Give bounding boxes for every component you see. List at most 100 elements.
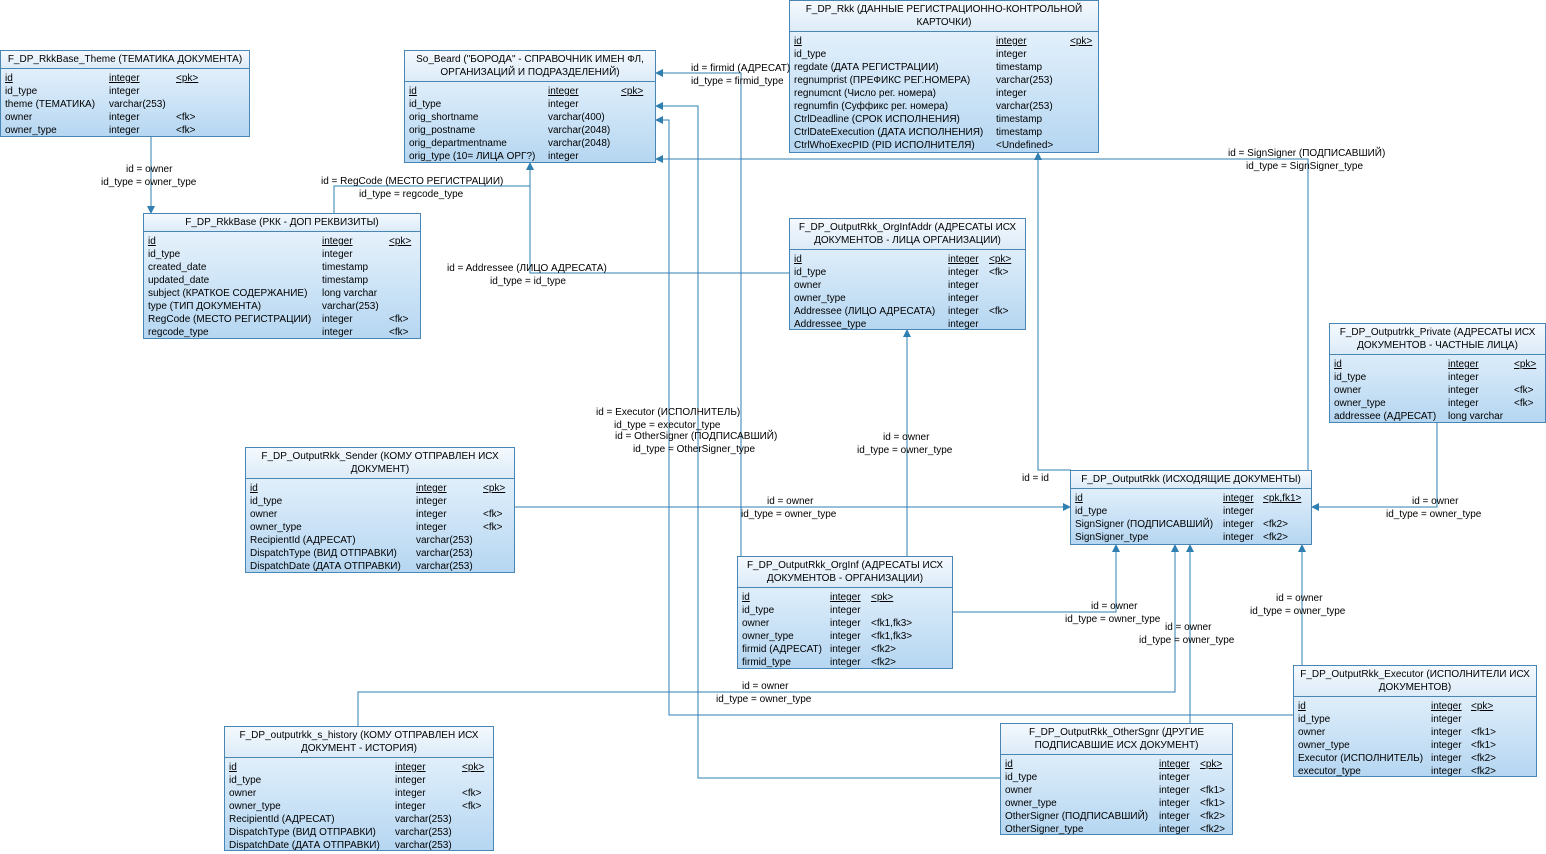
column-row[interactable]: firmid (АДРЕСАТ)integer<fk2> bbox=[742, 643, 948, 656]
entity-theme[interactable]: F_DP_RkkBase_Theme (ТЕМАТИКА ДОКУМЕНТА) … bbox=[0, 50, 250, 137]
column-row[interactable]: DispatchType (ВИД ОТПРАВКИ)varchar(253) bbox=[250, 547, 510, 560]
column-row[interactable]: regdate (ДАТА РЕГИСТРАЦИИ)timestamp bbox=[794, 61, 1094, 74]
column-name: id_type bbox=[1075, 506, 1108, 517]
column-row[interactable]: RegCode (МЕСТО РЕГИСТРАЦИИ)integer<fk> bbox=[148, 313, 416, 326]
column-row[interactable]: regnumfin (Суффикс рег. номера)varchar(2… bbox=[794, 100, 1094, 113]
entity-rkk[interactable]: F_DP_Rkk (ДАННЫЕ РЕГИСТРАЦИОННО-КОНТРОЛЬ… bbox=[789, 0, 1099, 153]
column-name: id_type bbox=[229, 775, 262, 786]
column-row[interactable]: CtrlDateExecution (ДАТА ИСПОЛНЕНИЯ)times… bbox=[794, 126, 1094, 139]
column-row[interactable]: regnumcnt (Число рег. номера)integer bbox=[794, 87, 1094, 100]
column-row[interactable]: theme (ТЕМАТИКА)varchar(253) bbox=[5, 98, 245, 111]
column-type: timestamp bbox=[996, 114, 1043, 125]
line-rkkbase-beard bbox=[333, 185, 530, 213]
entity-title: F_DP_OutputRkk_Sender (КОМУ ОТПРАВЛЕН ИС… bbox=[246, 448, 514, 479]
column-row[interactable]: regnumprist (ПРЕФИКС РЕГ.НОМЕРА)varchar(… bbox=[794, 74, 1094, 87]
entity-private[interactable]: F_DP_Outputrkk_Private (АДРЕСАТЫ ИСХ ДОК… bbox=[1329, 323, 1546, 423]
entity-executor[interactable]: F_DP_OutputRkk_Executor (ИСПОЛНИТЕЛИ ИСХ… bbox=[1293, 665, 1537, 777]
column-row[interactable]: DispatchType (ВИД ОТПРАВКИ)varchar(253) bbox=[229, 826, 489, 839]
column-name: regnumprist (ПРЕФИКС РЕГ.НОМЕРА) bbox=[794, 75, 971, 86]
column-row[interactable]: DispatchDate (ДАТА ОТПРАВКИ)varchar(253) bbox=[229, 839, 489, 852]
entity-beard[interactable]: So_Beard ("БОРОДА" - СПРАВОЧНИК ИМЕН ФЛ,… bbox=[404, 50, 656, 163]
entity-orginf[interactable]: F_DP_OutputRkk_OrgInf (АДРЕСАТЫ ИСХ ДОКУ… bbox=[737, 556, 953, 669]
column-row[interactable]: addressee (АДРЕСАТ)long varchar bbox=[1334, 410, 1541, 423]
rel-label: id = SignSigner (ПОДПИСАВШИЙ) bbox=[1228, 148, 1386, 159]
column-row[interactable]: CtrlWhoExecPID (PID ИСПОЛНИТЕЛЯ)<Undefin… bbox=[794, 139, 1094, 152]
column-row[interactable]: OtherSigner (ПОДПИСАВШИЙ)integer<fk2> bbox=[1005, 810, 1228, 823]
column-row[interactable]: SignSigner (ПОДПИСАВШИЙ)integer<fk2> bbox=[1075, 518, 1307, 531]
column-row[interactable]: orig_type (10= ЛИЦА ОРГ?)integer bbox=[409, 150, 651, 163]
entity-sender[interactable]: F_DP_OutputRkk_Sender (КОМУ ОТПРАВЛЕН ИС… bbox=[245, 447, 515, 573]
column-name: CtrlWhoExecPID (PID ИСПОЛНИТЕЛЯ) bbox=[794, 140, 975, 151]
column-type: integer bbox=[416, 483, 447, 494]
column-row[interactable]: RecipientId (АДРЕСАТ)varchar(253) bbox=[229, 813, 489, 826]
column-row[interactable]: CtrlDeadline (СРОК ИСПОЛНЕНИЯ)timestamp bbox=[794, 113, 1094, 126]
column-name: Executor (ИСПОЛНИТЕЛЬ) bbox=[1298, 753, 1424, 764]
column-row[interactable]: DispatchDate (ДАТА ОТПРАВКИ)varchar(253) bbox=[250, 560, 510, 573]
column-type: integer bbox=[830, 644, 861, 655]
column-type: integer bbox=[322, 327, 353, 338]
column-row[interactable]: Executor (ИСПОЛНИТЕЛЬ)integer<fk2> bbox=[1298, 752, 1532, 765]
column-row[interactable]: Addressee (ЛИЦО АДРЕСАТА)integer<fk> bbox=[794, 305, 1021, 318]
column-row[interactable]: RecipientId (АДРЕСАТ)varchar(253) bbox=[250, 534, 510, 547]
column-row[interactable]: subject (КРАТКОЕ СОДЕРЖАНИЕ)long varchar bbox=[148, 287, 416, 300]
entity-history[interactable]: F_DP_outputrkk_s_history (КОМУ ОТПРАВЛЕН… bbox=[224, 726, 494, 851]
column-name: theme (ТЕМАТИКА) bbox=[5, 99, 96, 110]
entity-othersgnr[interactable]: F_DP_OutputRkk_OtherSgnr (ДРУГИЕ ПОДПИСА… bbox=[1000, 723, 1233, 835]
entity-orginfaddr[interactable]: F_DP_OutputRkk_OrgInfAddr (АДРЕСАТЫ ИСХ … bbox=[789, 218, 1026, 330]
column-row[interactable]: type (ТИП ДОКУМЕНТА)varchar(253) bbox=[148, 300, 416, 313]
